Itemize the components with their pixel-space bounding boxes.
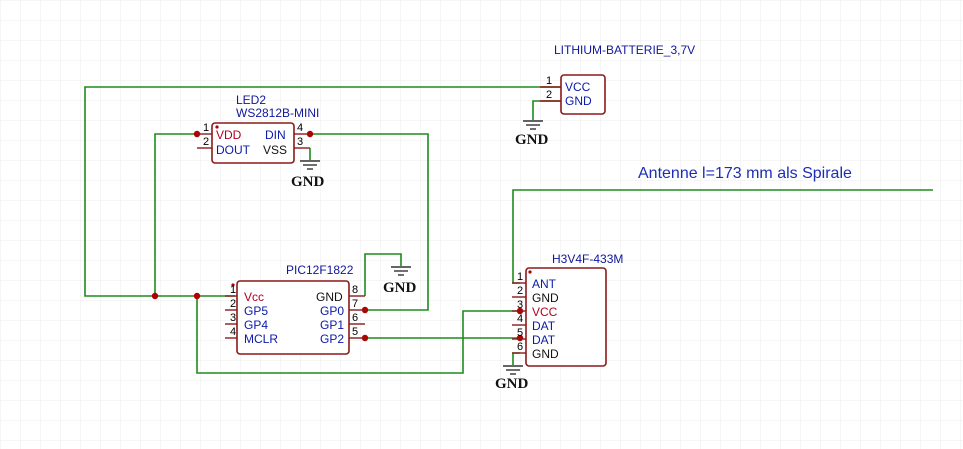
- junction-dot: [151, 292, 159, 300]
- gnd-label: GND: [495, 376, 529, 392]
- mcu-pin-num: 4: [230, 326, 236, 338]
- gnd-label: GND: [383, 280, 417, 296]
- mcu-pin-name: GND: [316, 290, 343, 304]
- led-value: WS2812B-MINI: [236, 106, 319, 120]
- battery-body: [560, 74, 606, 115]
- receiver-symbol[interactable]: H3V4F-433M 1 2 3 4 5 6 ANT GND VCC DAT D…: [512, 252, 623, 367]
- mcu-pin-name: GP5: [244, 304, 268, 318]
- led-pin-num: 3: [297, 136, 303, 148]
- mcu-name: PIC12F1822: [286, 263, 354, 277]
- mcu-pin-num: 3: [230, 312, 236, 324]
- ground-symbol-receiver[interactable]: [503, 365, 523, 375]
- wires: [84, 86, 933, 374]
- receiver-pin-num: 2: [517, 285, 523, 297]
- junction-dot: [193, 292, 201, 300]
- ground-symbol-mcu[interactable]: [391, 266, 411, 276]
- gnd-label: GND: [515, 132, 549, 148]
- receiver-pin-name: VCC: [532, 305, 558, 319]
- receiver-pin-name: DAT: [532, 333, 556, 347]
- mcu-symbol[interactable]: PIC12F1822 1 2 3 4 8 7 6 5 Vcc GP5 GP4 M…: [225, 263, 365, 355]
- mcu-pin-num: 1: [230, 284, 236, 296]
- ground-symbol-led[interactable]: [300, 160, 320, 170]
- pin1-marker: [215, 125, 219, 129]
- receiver-pin-num: 1: [517, 271, 523, 283]
- mcu-pin-num: 6: [352, 312, 358, 324]
- pin1-marker: [528, 270, 532, 274]
- receiver-pin-name: GND: [532, 347, 559, 361]
- led-pin-num: 4: [297, 122, 303, 134]
- wire-battery-vcc[interactable]: [84, 86, 560, 297]
- mcu-body: [236, 280, 350, 355]
- wire-din-gp0[interactable]: [310, 133, 429, 311]
- mcu-pin-name: Vcc: [244, 290, 264, 304]
- mcu-pin-num: 8: [352, 284, 358, 296]
- mcu-pin-name: MCLR: [244, 332, 278, 346]
- led-pin-name: VDD: [216, 128, 242, 142]
- led-ref: LED2: [236, 93, 266, 107]
- wire-receiver-vcc[interactable]: [196, 296, 520, 374]
- led-symbol[interactable]: LED2 WS2812B-MINI 1 2 4 3 VDD DOUT DIN V…: [197, 93, 319, 164]
- wire-mcu-gnd[interactable]: [364, 253, 402, 296]
- receiver-pin-num: 3: [517, 299, 523, 311]
- led-pin-name: DIN: [265, 128, 286, 142]
- mcu-pin-name: GP2: [320, 332, 344, 346]
- battery-pin-num: 1: [546, 75, 552, 87]
- receiver-pin-num: 6: [517, 341, 523, 353]
- gnd-label: GND: [291, 174, 325, 190]
- led-pin-num: 1: [203, 122, 209, 134]
- receiver-name: H3V4F-433M: [552, 252, 623, 266]
- mcu-pin-num: 7: [352, 298, 358, 310]
- mcu-pin-num: 5: [352, 326, 358, 338]
- mcu-pin-name: GP0: [320, 304, 344, 318]
- mcu-pin-name: GP4: [244, 318, 268, 332]
- battery-symbol[interactable]: LITHIUM-BATTERIE_3,7V 1 2 VCC GND: [540, 43, 695, 115]
- receiver-pin-num: 5: [517, 327, 523, 339]
- receiver-body: [525, 267, 607, 367]
- battery-name: LITHIUM-BATTERIE_3,7V: [554, 43, 695, 57]
- ground-symbol-battery[interactable]: [523, 120, 543, 130]
- led-pin-num: 2: [203, 136, 209, 148]
- led-pin-name: VSS: [263, 143, 287, 157]
- battery-pin-num: 2: [546, 89, 552, 101]
- wire-led-vdd[interactable]: [154, 133, 200, 296]
- antenna-note: Antenne l=173 mm als Spirale: [638, 165, 852, 182]
- battery-pin-name: VCC: [565, 80, 591, 94]
- mcu-pin-num: 2: [230, 298, 236, 310]
- led-body: [211, 122, 295, 164]
- receiver-pin-num: 4: [517, 313, 523, 325]
- receiver-pin-name: GND: [532, 291, 559, 305]
- receiver-pin-name: ANT: [532, 277, 557, 291]
- led-pin-name: DOUT: [216, 143, 251, 157]
- mcu-pin-name: GP1: [320, 318, 344, 332]
- receiver-pin-name: DAT: [532, 319, 556, 333]
- battery-pin-name: GND: [565, 94, 592, 108]
- pin1-marker: [231, 283, 235, 287]
